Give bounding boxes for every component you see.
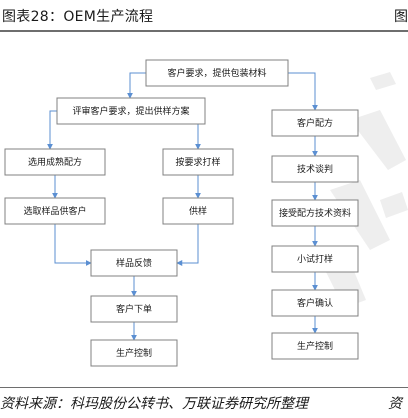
- node-box: [271, 245, 359, 273]
- node-confirm: 客户确认: [271, 289, 359, 317]
- header-right-text: 图: [394, 9, 408, 25]
- node-prodR: 生产控制: [271, 332, 359, 360]
- node-mature: 选用成熟配方: [4, 148, 106, 176]
- edge-top-to-formula: [288, 72, 318, 111]
- edge-top-to-review: [127, 72, 146, 99]
- node-box: [145, 59, 289, 87]
- node-trial: 小试打样: [271, 245, 359, 273]
- node-box: [4, 148, 106, 176]
- node-box: [56, 97, 206, 125]
- node-prodL: 生产控制: [90, 339, 178, 367]
- node-box: [90, 295, 178, 323]
- node-label: 客户要求，提供包装材料: [167, 67, 266, 79]
- node-label: 小试打样: [297, 253, 333, 265]
- node-label: 生产控制: [297, 340, 333, 352]
- node-label: 评审客户要求，提出供样方案: [72, 105, 189, 117]
- node-label: 按要求打样: [175, 156, 220, 168]
- node-talk: 技术谈判: [271, 155, 359, 183]
- node-label: 客户确认: [297, 297, 333, 309]
- figure-header: 图表28：OEM生产流程 图: [0, 0, 408, 32]
- node-label: 供样: [189, 205, 207, 217]
- node-label: 接受配方技术资料: [279, 207, 351, 219]
- node-box: [271, 332, 359, 360]
- node-accept: 接受配方技术资料: [271, 199, 359, 227]
- node-formula: 客户配方: [271, 109, 359, 137]
- node-box: [271, 109, 359, 137]
- node-label: 生产控制: [116, 347, 152, 359]
- node-box: [90, 249, 178, 277]
- node-label: 样品反馈: [116, 257, 152, 269]
- node-box: [162, 148, 234, 176]
- node-feedback: 样品反馈: [90, 249, 178, 277]
- node-order: 客户下单: [90, 295, 178, 323]
- node-pick: 选取样品供客户: [4, 197, 106, 225]
- edge-supply-to-feedback: [176, 224, 199, 266]
- node-label: 选取样品供客户: [23, 205, 86, 217]
- node-supply: 供样: [162, 197, 234, 225]
- edge-review-to-mature: [47, 110, 57, 150]
- node-byreq: 按要求打样: [162, 148, 234, 176]
- node-box: [162, 197, 234, 225]
- figure-title: 图表28：OEM生产流程: [2, 9, 154, 25]
- source-note: 资料来源：科玛股份公转书、万联证券研究所整理: [0, 396, 308, 412]
- node-box: [271, 199, 359, 227]
- node-box: [90, 339, 178, 367]
- node-box: [271, 289, 359, 317]
- node-review: 评审客户要求，提出供样方案: [56, 97, 206, 125]
- node-label: 选用成熟配方: [28, 156, 82, 168]
- node-box: [271, 155, 359, 183]
- node-box: [4, 197, 106, 225]
- node-label: 客户配方: [297, 117, 333, 129]
- edge-pick-to-feedback: [54, 224, 92, 266]
- node-label: 客户下单: [116, 303, 152, 315]
- footer-rule: [0, 387, 408, 388]
- node-top: 客户要求，提供包装材料: [145, 59, 289, 87]
- footer-right-text: 资: [388, 396, 402, 412]
- node-label: 技术谈判: [297, 163, 333, 175]
